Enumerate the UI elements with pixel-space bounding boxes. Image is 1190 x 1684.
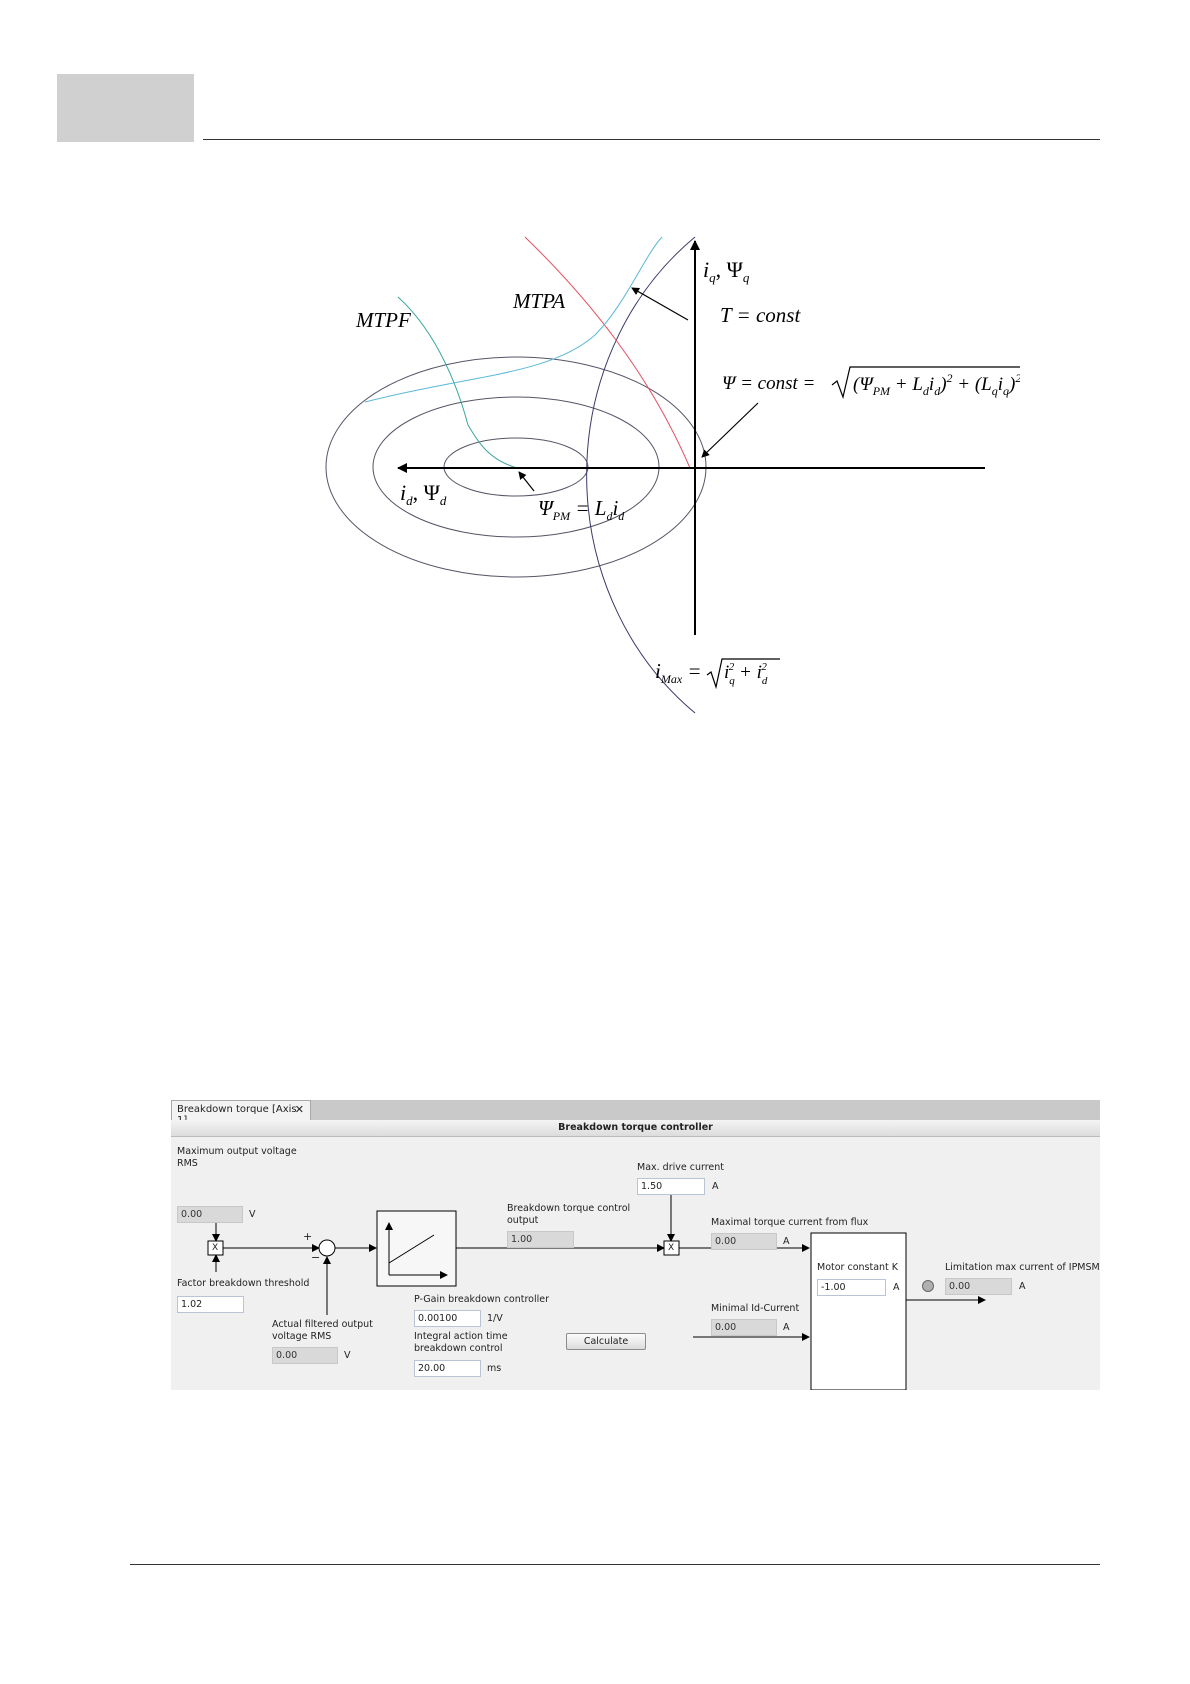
flux-pointer-arrow <box>701 402 759 458</box>
i-max-sqrt <box>706 658 780 690</box>
torque-const-curve <box>364 236 663 403</box>
actual-voltage-field: 0.00 <box>272 1347 338 1364</box>
integral-time-input[interactable]: 20.00 <box>414 1360 481 1377</box>
footer-rule <box>130 1564 1100 1565</box>
min-id-current-unit: A <box>783 1322 790 1333</box>
mtpf-curve <box>397 296 518 469</box>
status-led <box>922 1280 934 1292</box>
torque-const-label: T = const <box>720 303 801 327</box>
minus-sign: − <box>311 1251 321 1264</box>
breakdown-torque-panel: Breakdown torque [Axis 1] ✕ Breakdown to… <box>171 1100 1100 1390</box>
actual-voltage-label: Actual filtered output voltage RMS <box>272 1319 373 1342</box>
tab-breakdown-torque[interactable]: Breakdown torque [Axis 1] ✕ <box>171 1100 311 1126</box>
tab-strip: Breakdown torque [Axis 1] ✕ <box>171 1100 1100 1126</box>
max-output-voltage-field: 0.00 <box>177 1206 243 1223</box>
limitation-unit: A <box>1019 1281 1026 1292</box>
psi-pm-pointer-arrow <box>518 471 535 492</box>
mtpa-curve <box>524 236 691 469</box>
motor-constant-label: Motor constant K <box>817 1262 899 1273</box>
summing-junction <box>318 1239 336 1257</box>
max-drive-current-input[interactable]: 1.50 <box>637 1178 705 1195</box>
control-output-label: Breakdown torque control output <box>507 1203 631 1226</box>
motor-constant-unit: A <box>893 1282 900 1293</box>
multiplier-1-symbol: X <box>212 1243 219 1253</box>
mtpa-label: MTPA <box>512 289 565 313</box>
pgain-input[interactable]: 0.00100 <box>414 1310 481 1327</box>
actual-voltage-unit: V <box>344 1350 351 1361</box>
factor-breakdown-input[interactable]: 1.02 <box>177 1296 244 1313</box>
max-output-voltage-label: Maximum output voltage RMS <box>177 1146 297 1169</box>
torque-pointer-arrow <box>631 287 689 321</box>
iq-psi-q-label: iq, Ψq <box>703 257 750 285</box>
block-diagram-wires <box>207 1192 986 1390</box>
id-psi-d-label: id, Ψd <box>400 480 447 508</box>
plus-sign: + <box>303 1230 313 1243</box>
min-id-current-field: 0.00 <box>711 1319 777 1336</box>
i-max-body: iq2 + id2 <box>724 661 768 687</box>
psi-const-sqrt <box>831 366 1020 400</box>
factor-breakdown-label: Factor breakdown threshold <box>177 1278 310 1289</box>
psi-const-prefix: Ψ = const = <box>722 373 815 394</box>
header-rule <box>203 139 1100 140</box>
psi-pm-label: ΨPM = Ldid <box>538 496 625 523</box>
pgain-label: P-Gain breakdown controller <box>414 1294 550 1305</box>
max-drive-current-label: Max. drive current <box>637 1162 725 1173</box>
max-output-voltage-unit: V <box>249 1209 256 1220</box>
calculate-button[interactable]: Calculate <box>566 1333 646 1350</box>
max-torque-current-label: Maximal torque current from flux <box>711 1217 869 1228</box>
integral-time-unit: ms <box>487 1363 502 1374</box>
pmsm-vector-diagram: MTPF MTPA iq, Ψq id, Ψd T = const Ψ = co… <box>325 236 1020 714</box>
limitation-field: 0.00 <box>945 1278 1012 1295</box>
close-icon[interactable]: ✕ <box>294 1103 304 1116</box>
limitation-label: Limitation max current of IPMSM <box>945 1262 1100 1273</box>
max-drive-current-unit: A <box>712 1181 719 1192</box>
panel-title: Breakdown torque controller <box>171 1120 1100 1137</box>
mtpf-label: MTPF <box>355 308 411 332</box>
min-id-current-label: Minimal Id-Current <box>711 1303 800 1314</box>
motor-constant-input[interactable]: -1.00 <box>817 1279 886 1296</box>
integral-time-label: Integral action time breakdown control <box>414 1331 508 1354</box>
multiplier-2-symbol: X <box>668 1243 675 1253</box>
max-torque-current-field: 0.00 <box>711 1233 777 1250</box>
header-block <box>57 74 194 142</box>
max-torque-current-unit: A <box>783 1236 790 1247</box>
pgain-unit: 1/V <box>487 1313 503 1324</box>
control-output-field: 1.00 <box>507 1231 574 1248</box>
motor-constant-block <box>810 1232 907 1390</box>
current-limit-circle <box>586 236 696 714</box>
block-diagram-canvas: Maximum output voltage RMS 0.00 V X Fact… <box>171 1137 1100 1390</box>
i-max-label: iMax = <box>655 659 702 686</box>
psi-const-body: (ΨPM + Ldid)2 + (Lqiq)2 <box>853 371 1020 398</box>
